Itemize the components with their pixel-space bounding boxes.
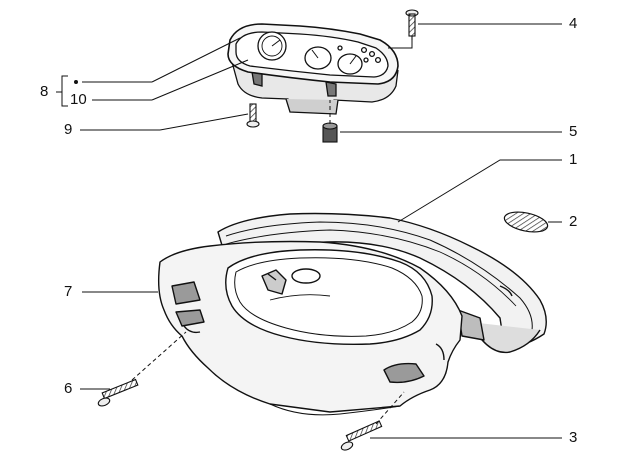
screw-part-6 xyxy=(97,378,139,407)
callout-3: 3 xyxy=(569,429,578,446)
leader-lines xyxy=(56,23,562,439)
callout-4: 4 xyxy=(569,15,578,32)
callout-dot-8 xyxy=(74,80,78,84)
spacer-part-5 xyxy=(322,122,338,143)
screw-part-4 xyxy=(405,9,419,40)
callout-10: 10 xyxy=(70,91,87,108)
callout-7: 7 xyxy=(64,283,73,300)
callout-6: 6 xyxy=(64,380,73,397)
callout-5: 5 xyxy=(569,123,578,140)
screw-part-9 xyxy=(246,103,260,128)
emblem-part-2 xyxy=(503,211,549,233)
handlebar-cover xyxy=(157,212,547,416)
screw-part-3 xyxy=(340,420,383,451)
instrument-cluster xyxy=(227,23,399,115)
callout-2: 2 xyxy=(569,213,578,230)
callout-9: 9 xyxy=(64,121,73,138)
callout-1: 1 xyxy=(569,151,578,168)
callout-8: 8 xyxy=(40,83,49,100)
